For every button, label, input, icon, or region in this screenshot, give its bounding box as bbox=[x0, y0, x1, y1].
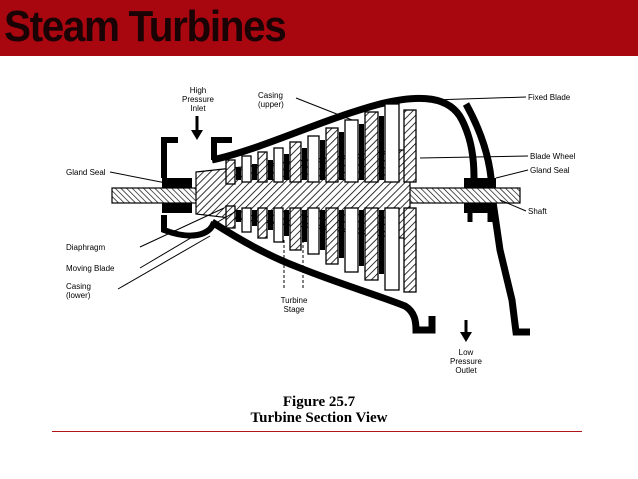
gland-seal-left-lower bbox=[162, 203, 192, 213]
label-casing-upper: Casing (upper) bbox=[258, 91, 284, 109]
label-gland-seal-right: Gland Seal bbox=[530, 166, 570, 175]
caption-rule bbox=[52, 431, 582, 432]
gland-seal-left-upper bbox=[162, 178, 192, 188]
title-bar: Steam Turbines bbox=[0, 0, 638, 56]
slide-title: Steam Turbines bbox=[4, 2, 287, 51]
figure-number: Figure 25.7 bbox=[282, 394, 356, 410]
inlet-arrow bbox=[191, 116, 203, 140]
label-blade-wheel: Blade Wheel bbox=[530, 152, 576, 161]
label-shaft: Shaft bbox=[528, 207, 547, 216]
label-high-pressure-inlet: High Pressure Inlet bbox=[181, 86, 214, 113]
blade-stages bbox=[225, 103, 417, 293]
figure-caption: Turbine Section View bbox=[250, 410, 388, 426]
label-low-pressure-outlet: Low Pressure Outlet bbox=[449, 348, 482, 375]
leader-lines bbox=[109, 96, 529, 290]
inlet-flange-right bbox=[211, 137, 232, 160]
label-turbine-stage: Turbine Stage bbox=[280, 296, 308, 314]
label-diaphragm: Diaphragm bbox=[66, 243, 106, 252]
casing-lower bbox=[210, 219, 436, 334]
gland-seal-right-lower bbox=[464, 203, 496, 213]
label-gland-seal-left: Gland Seal bbox=[66, 168, 106, 177]
label-fixed-blade: Fixed Blade bbox=[528, 93, 571, 102]
gland-seal-right-upper bbox=[464, 178, 496, 188]
moving-blade-tips bbox=[236, 116, 384, 274]
outlet-arrow bbox=[460, 320, 472, 342]
casing-upper bbox=[211, 94, 478, 179]
label-moving-blade: Moving Blade bbox=[66, 264, 115, 273]
label-casing-lower: Casing (lower) bbox=[66, 282, 91, 300]
inlet-flange-left bbox=[161, 137, 178, 178]
left-lower-wall bbox=[161, 215, 217, 239]
casing-right-wall bbox=[462, 102, 530, 336]
